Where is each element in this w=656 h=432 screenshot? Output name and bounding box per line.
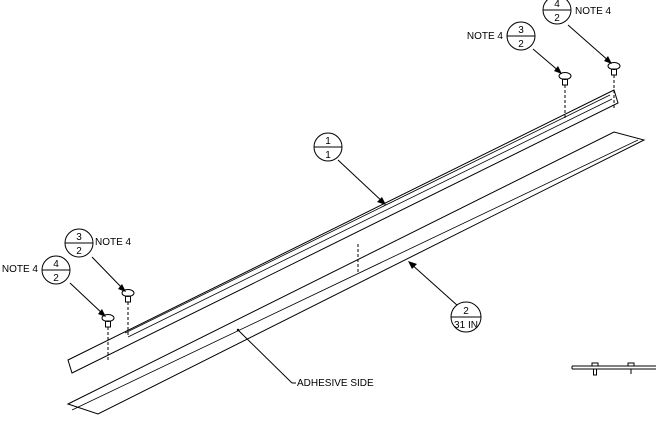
adhesive-side-label: ADHESIVE SIDE	[297, 378, 374, 389]
callout-left-4: 4 2 NOTE 4	[2, 255, 71, 285]
callout-left-4-bottom: 2	[53, 273, 59, 284]
callout-right-3: 3 2 NOTE 4	[467, 21, 536, 51]
leader-left-4	[69, 282, 106, 317]
callout-part-1-bottom: 1	[325, 150, 331, 161]
upper-bar	[67, 89, 619, 374]
callout-part-2: 2 31 IN	[450, 301, 482, 333]
callout-right-4: 4 2 NOTE 4	[542, 0, 612, 25]
leader-right-4	[567, 24, 612, 64]
callout-left-3-bottom: 2	[76, 246, 82, 257]
leader-part-1	[337, 159, 386, 205]
rivet-right-1	[558, 72, 572, 120]
note-left-4: NOTE 4	[2, 264, 39, 275]
note-left-3: NOTE 4	[95, 237, 132, 248]
callout-part-2-bottom: 31 IN	[454, 320, 478, 331]
callout-part-1: 1 1	[313, 132, 343, 162]
leader-part-2	[408, 261, 459, 307]
callout-right-3-top: 3	[518, 25, 524, 36]
note-right-4: NOTE 4	[575, 6, 612, 17]
callout-left-3: 3 2 NOTE 4	[64, 228, 132, 258]
leader-left-3	[91, 256, 126, 292]
rivet-right-2	[607, 62, 621, 108]
callout-right-4-bottom: 2	[554, 13, 560, 24]
callout-left-4-top: 4	[53, 259, 59, 270]
rivet-left-2	[101, 314, 115, 360]
rivet-left-1	[121, 289, 135, 336]
callout-right-3-bottom: 2	[518, 39, 524, 50]
note-right-3: NOTE 4	[467, 31, 504, 42]
lower-strip	[66, 131, 646, 415]
side-view-detail	[571, 362, 656, 376]
leader-right-3	[532, 48, 562, 74]
callout-right-4-top: 4	[554, 0, 560, 10]
callout-part-2-top: 2	[463, 306, 469, 317]
leader-adhesive	[236, 328, 296, 384]
callout-left-3-top: 3	[76, 232, 82, 243]
callout-part-1-top: 1	[325, 136, 331, 147]
